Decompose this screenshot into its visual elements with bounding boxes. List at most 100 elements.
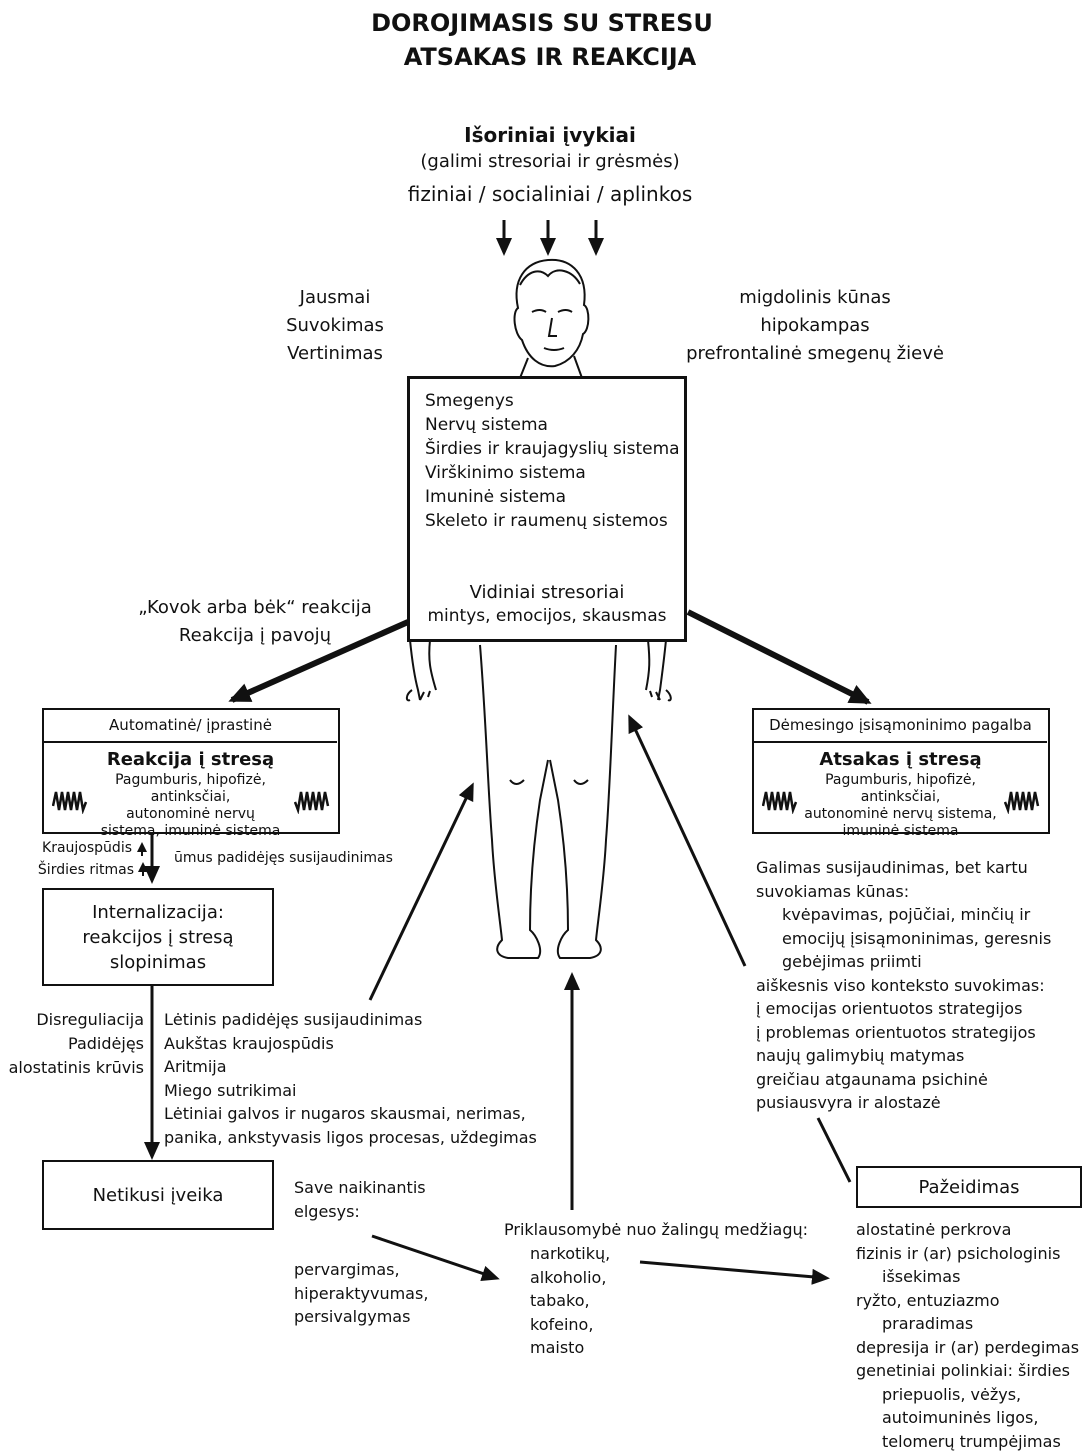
chronic-effect-item: Aukštas kraujospūdis <box>164 1032 537 1056</box>
reaction-body-line: sistema, imuninė sistema <box>74 823 307 840</box>
reaction-body-line: Pagumburis, hipofizė, antinksčiai, <box>74 772 307 806</box>
internalization-box: Internalizacija: reakcijos į stresą slop… <box>42 888 274 986</box>
body-systems-box: Smegenys Nervų sistema Širdies ir krauja… <box>407 376 687 642</box>
body-figure <box>407 640 671 958</box>
chronic-effect-item: Miego sutrikimai <box>164 1079 537 1103</box>
addiction-item: kofeino, <box>530 1313 610 1337</box>
maladaptive-coping-label: Netikusi įveika <box>44 1184 272 1207</box>
stress-reaction-box: Automatinė/ įprastinė Reakcija į stresą … <box>42 708 340 834</box>
system-nervous: Nervų sistema <box>425 413 680 437</box>
damage-item: fizinis ir (ar) psichologinis <box>856 1242 1079 1266</box>
system-immune: Imuninė sistema <box>425 485 680 509</box>
fight-or-flight-labels: „Kovok arba bėk“ reakcija Reakcija į pav… <box>120 594 390 650</box>
damage-item: ryžto, entuziazmo <box>856 1289 1079 1313</box>
external-heading: Išoriniai įvykiai <box>350 122 750 148</box>
response-box-title: Atsakas į stresą <box>754 748 1047 771</box>
body-systems-list: Smegenys Nervų sistema Širdies ir krauja… <box>425 389 680 533</box>
left-squiggle-icon <box>52 788 88 814</box>
label-blood-pressure: Kraujospūdis <box>4 840 132 857</box>
damage-item: praradimas <box>856 1312 1079 1336</box>
reaction-box-header: Automatinė/ įprastinė <box>44 714 337 736</box>
arrow-damage-to-body <box>630 718 745 966</box>
damage-label: Pažeidimas <box>858 1176 1080 1199</box>
external-types: fiziniai / socialiniai / aplinkos <box>330 180 770 208</box>
mindful-effect-item: gebėjimas priimti <box>756 950 1051 974</box>
self-destructive-heading: Save naikinantis elgesys: <box>294 1176 426 1223</box>
mindful-effects-list: Galimas susijaudinimas, bet kartu suvoki… <box>756 856 1051 1115</box>
mindful-effect-item: emocijų įsisąmoninimas, geresnis <box>756 927 1051 951</box>
reaction-box-body: Pagumburis, hipofizė, antinksčiai, auton… <box>74 772 307 840</box>
label-evaluation: Vertinimas <box>240 340 430 368</box>
internalization-line: slopinimas <box>44 950 272 975</box>
addiction-item: tabako, <box>530 1289 610 1313</box>
addiction-heading: Priklausomybė nuo žalingų medžiagų: <box>504 1218 808 1241</box>
head-figure <box>515 260 589 378</box>
damage-item: išsekimas <box>856 1265 1079 1289</box>
response-box-header: Dėmesingo įsisąmoninimo pagalba <box>754 714 1047 736</box>
internalization-line: reakcijos į stresą <box>44 925 272 950</box>
damage-item: priepuolis, vėžys, <box>856 1383 1079 1407</box>
dysregulation-line: Padidėjęs <box>0 1032 144 1056</box>
mindful-effect-item: greičiau atgaunama psichinė <box>756 1068 1051 1092</box>
self-destructive-item: pervargimas, <box>294 1258 428 1282</box>
response-body-line: imuninė sistema <box>784 823 1017 840</box>
arrow-chronic-to-body <box>370 786 472 1000</box>
diagram-title-line2: ATSAKAS IR REAKCIJA <box>0 40 1084 74</box>
mindful-effect-item: suvokiamas kūnas: <box>756 880 1051 904</box>
label-feelings: Jausmai <box>240 284 430 312</box>
self-destructive-items: pervargimas, hiperaktyvumas, persivalgym… <box>294 1258 428 1329</box>
addiction-item: alkoholio, <box>530 1266 610 1290</box>
chronic-effect-item: panika, ankstyvasis ligos procesas, užde… <box>164 1126 537 1150</box>
damage-item: depresija ir (ar) perdegimas <box>856 1336 1079 1360</box>
label-perception: Suvokimas <box>240 312 430 340</box>
self-destructive-item: persivalgymas <box>294 1305 428 1329</box>
response-body-line: Pagumburis, hipofizė, antinksčiai, <box>784 772 1017 806</box>
damage-item: autoimuninės ligos, <box>856 1406 1079 1430</box>
chronic-effect-item: Lėtinis padidėjęs susijaudinimas <box>164 1008 537 1032</box>
label-hippocampus: hipokampas <box>670 312 960 340</box>
damage-item: telomerų trumpėjimas <box>856 1430 1079 1453</box>
left-squiggle-icon <box>762 788 798 814</box>
label-prefrontal-cortex: prefrontalinė smegenų žievė <box>670 340 960 368</box>
self-destructive-heading-line: elgesys: <box>294 1200 426 1224</box>
external-arrows <box>504 220 596 252</box>
internalization-line: Internalizacija: <box>44 900 272 925</box>
label-heart-rate: Širdies ritmas <box>4 862 134 879</box>
addiction-item: maisto <box>530 1336 610 1360</box>
system-cardiovascular: Širdies ir kraujagyslių sistema <box>425 437 680 461</box>
damage-box: Pažeidimas <box>856 1166 1082 1208</box>
response-box-body: Pagumburis, hipofizė, antinksčiai, auton… <box>784 772 1017 840</box>
label-acute-arousal: ūmus padidėjęs susijaudinimas <box>174 850 393 867</box>
diagram-title-line1: DOROJIMASIS SU STRESU <box>0 6 1084 40</box>
link-mindful-to-damage <box>818 1118 850 1182</box>
label-amygdala: migdolinis kūnas <box>670 284 960 312</box>
brain-region-labels: migdolinis kūnas hipokampas prefrontalin… <box>670 284 960 368</box>
vitals-up-arrows <box>142 844 143 876</box>
mindful-effect-item: į problemas orientuotos strategijos <box>756 1021 1051 1045</box>
right-squiggle-icon <box>294 788 330 814</box>
dysregulation-labels: Disreguliacija Padidėjęs alostatinis krū… <box>0 1008 144 1080</box>
internal-stressors-title: Vidiniai stresoriai <box>410 581 684 604</box>
mindful-effect-item: Galimas susijaudinimas, bet kartu <box>756 856 1051 880</box>
mindful-effect-item: pusiausvyra ir alostazė <box>756 1091 1051 1115</box>
system-digestive: Virškinimo sistema <box>425 461 680 485</box>
self-destructive-heading-line: Save naikinantis <box>294 1176 426 1200</box>
system-musculoskeletal: Skeleto ir raumenų sistemos <box>425 509 680 533</box>
internal-stressors-sub: mintys, emocijos, skausmas <box>410 605 684 628</box>
label-danger-reaction: Reakcija į pavojų <box>120 622 390 650</box>
reaction-body-line: autonominė nervų <box>74 806 307 823</box>
system-brain: Smegenys <box>425 389 680 413</box>
chronic-effects-list: Lėtinis padidėjęs susijaudinimas Aukštas… <box>164 1008 537 1149</box>
addiction-item: narkotikų, <box>530 1242 610 1266</box>
dysregulation-line: alostatinis krūvis <box>0 1056 144 1080</box>
addiction-items: narkotikų, alkoholio, tabako, kofeino, m… <box>530 1242 610 1360</box>
internalization-text: Internalizacija: reakcijos į stresą slop… <box>44 900 272 975</box>
label-fight-or-flight: „Kovok arba bėk“ reakcija <box>120 594 390 622</box>
response-body-line: autonominė nervų sistema, <box>784 806 1017 823</box>
chronic-effect-item: Lėtiniai galvos ir nugaros skausmai, ner… <box>164 1102 537 1126</box>
perception-labels: Jausmai Suvokimas Vertinimas <box>240 284 430 368</box>
mindful-effect-item: į emocijas orientuotos strategijos <box>756 997 1051 1021</box>
stress-response-box: Dėmesingo įsisąmoninimo pagalba Atsakas … <box>752 708 1050 834</box>
mindful-effect-item: kvėpavimas, pojūčiai, minčių ir <box>756 903 1051 927</box>
